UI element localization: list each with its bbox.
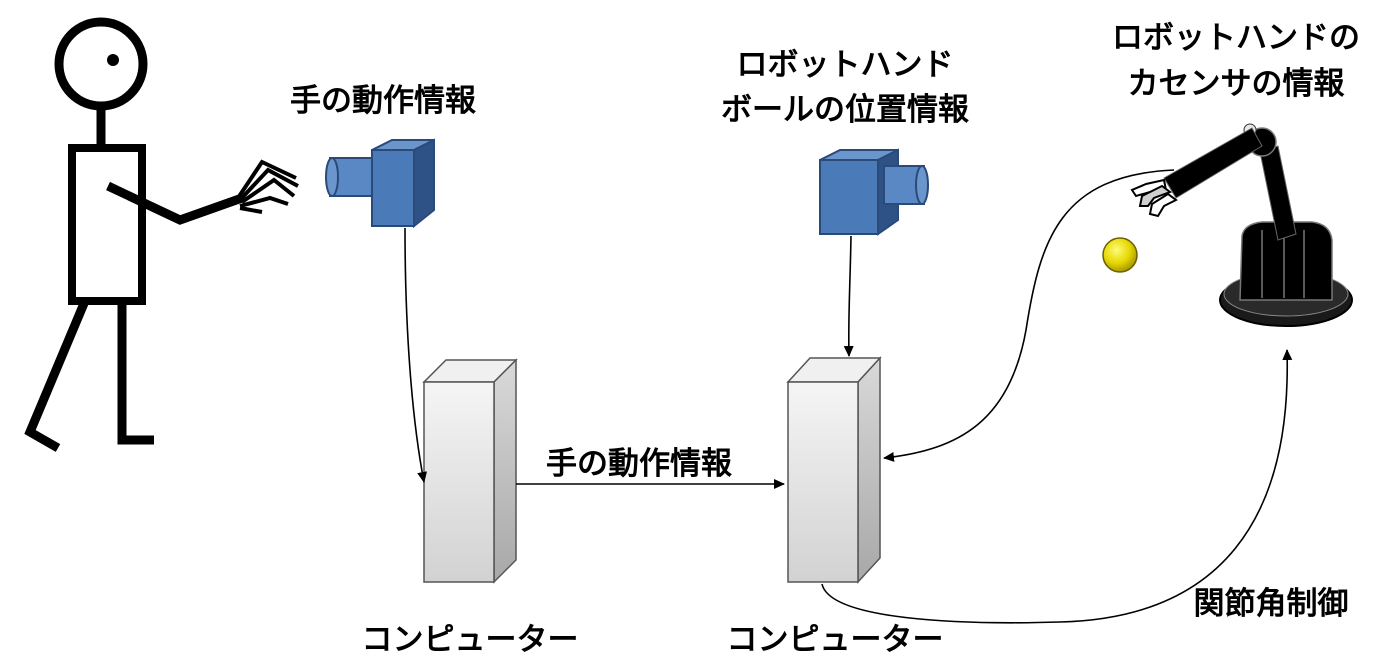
arrow-camera2-to-computer2 xyxy=(843,235,854,357)
label-force-sensor-info: カセンサの情報 xyxy=(1128,66,1346,102)
torso-icon xyxy=(68,144,146,305)
robot-arm-icon xyxy=(1130,123,1353,327)
camera-icon xyxy=(325,138,435,229)
computer-tower-icon xyxy=(422,358,518,584)
label-transfer-info: 手の動作情報 xyxy=(546,446,733,482)
computer-tower-icon xyxy=(786,356,882,584)
label-robot-hand: ロボットハンド xyxy=(737,47,954,83)
head-icon xyxy=(54,17,148,111)
camera-icon xyxy=(819,148,929,236)
eye-icon xyxy=(107,54,119,66)
connectors xyxy=(404,169,1293,624)
arrow-robot-to-computer2 xyxy=(883,169,1175,462)
label-joint-control: 関節角制御 xyxy=(1194,586,1349,622)
label-computer-2: コンピューター xyxy=(727,622,944,658)
label-computer-1: コンピューター xyxy=(362,622,579,658)
hand-icon xyxy=(236,159,299,214)
arrow-computer2-to-robot xyxy=(821,349,1293,624)
arm-icon xyxy=(106,181,244,225)
ball-icon xyxy=(1102,237,1138,273)
label-hand-motion-info: 手の動作情報 xyxy=(290,83,477,119)
label-robot-hand-force: ロボットハンドの xyxy=(1112,20,1360,56)
right-leg-icon xyxy=(117,301,154,445)
arrow-camera1-to-computer1 xyxy=(404,227,428,483)
left-leg-icon xyxy=(24,299,90,452)
label-ball-position-info: ボールの位置情報 xyxy=(721,92,970,128)
stick-figure-icon xyxy=(24,17,299,452)
